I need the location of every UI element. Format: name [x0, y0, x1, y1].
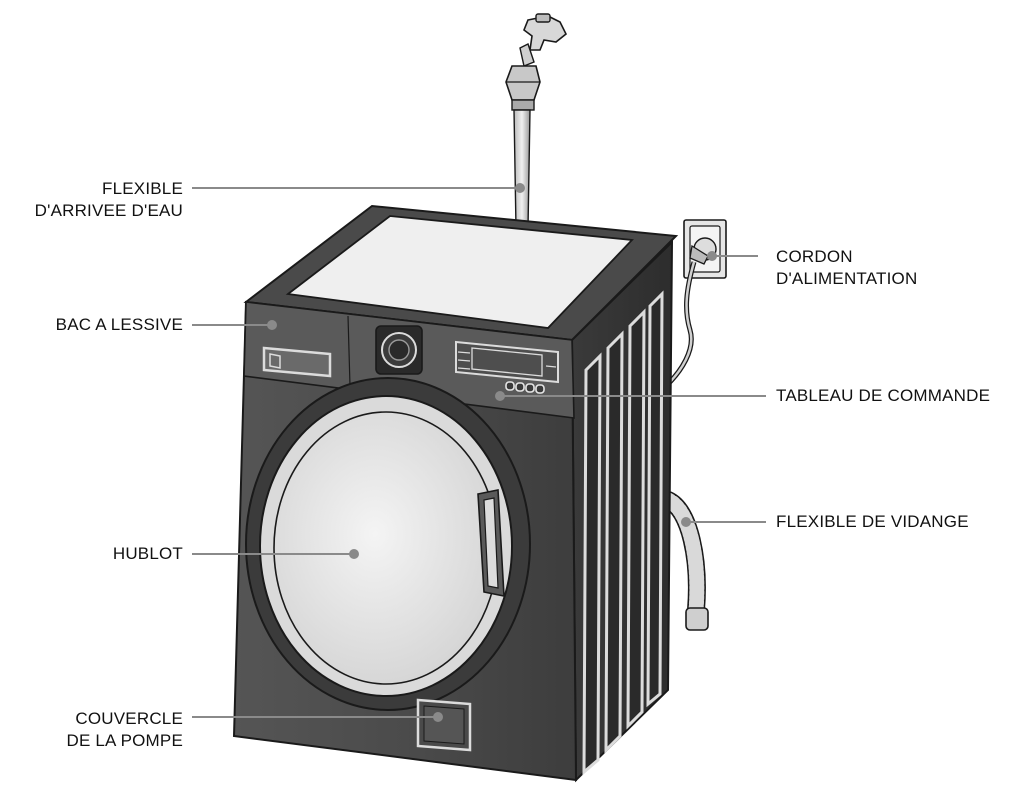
label-drain-hose: FLEXIBLE DE VIDANGE	[776, 511, 969, 533]
dot-power-cord	[707, 251, 717, 261]
inlet-hose	[505, 13, 568, 229]
label-control-panel: TABLEAU DE COMMANDE	[776, 385, 990, 407]
label-inlet-hose-line2: D'ARRIVEE D'EAU	[34, 201, 183, 220]
label-power-cord: CORDON D'ALIMENTATION	[776, 246, 917, 290]
dot-pump-cover	[433, 712, 443, 722]
power-cord	[666, 219, 727, 386]
label-pump-cover: COUVERCLE DE LA POMPE	[66, 708, 183, 752]
label-detergent-drawer: BAC A LESSIVE	[56, 314, 183, 336]
washing-machine	[232, 204, 679, 783]
label-door-line1: HUBLOT	[112, 544, 183, 563]
label-inlet-hose-line1: FLEXIBLE	[102, 179, 183, 198]
leader-lines	[192, 183, 766, 722]
dot-control-panel	[495, 391, 505, 401]
label-pump-cover-line1: COUVERCLE	[75, 709, 183, 728]
label-power-cord-line2: D'ALIMENTATION	[776, 269, 918, 288]
dot-inlet-hose	[515, 183, 525, 193]
dot-door	[349, 549, 359, 559]
dot-drain-hose	[681, 517, 691, 527]
label-power-cord-line1: CORDON	[776, 247, 853, 266]
label-inlet-hose: FLEXIBLE D'ARRIVEE D'EAU	[35, 178, 183, 222]
label-door: HUBLOT	[113, 543, 183, 565]
label-drain-hose-line1: FLEXIBLE DE VIDANGE	[776, 512, 969, 531]
label-control-panel-line1: TABLEAU DE COMMANDE	[776, 386, 991, 405]
drain-hose	[659, 491, 709, 631]
dot-detergent-drawer	[267, 320, 277, 330]
label-detergent-drawer-line1: BAC A LESSIVE	[55, 315, 183, 334]
label-pump-cover-line2: DE LA POMPE	[66, 731, 183, 750]
